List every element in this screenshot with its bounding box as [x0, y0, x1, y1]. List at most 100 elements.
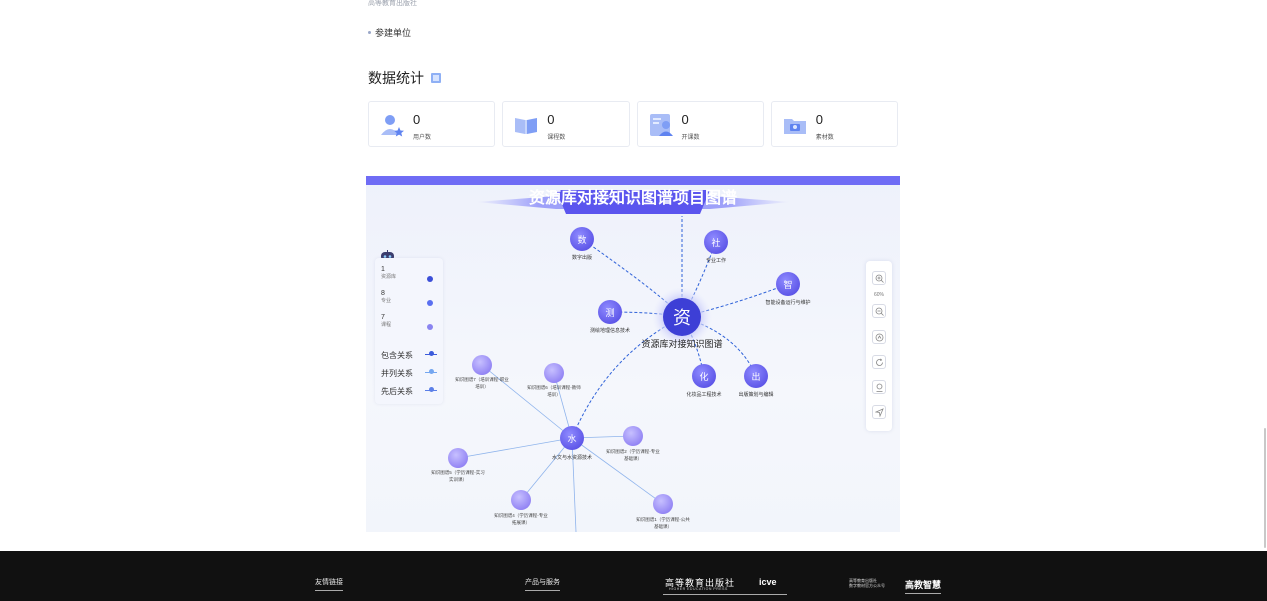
node-label: 智能设备运行与维护 — [765, 299, 810, 306]
graph-title: 资源库对接知识图谱项目图谱 — [529, 188, 737, 207]
node-circle[interactable] — [598, 300, 622, 324]
legend-relation-contains[interactable]: 包含关系 — [381, 350, 437, 361]
legend-dot — [427, 324, 433, 330]
leaf-circle[interactable] — [448, 448, 468, 468]
stat-card-courses[interactable]: 0 课程数 — [502, 101, 630, 147]
zoom-in-button[interactable] — [872, 271, 886, 285]
book-icon — [515, 118, 538, 134]
graph-leaf-1[interactable]: 知识图谱1（学历课程-公共 基础课） — [636, 494, 690, 530]
participating-units-link[interactable]: 参建单位 — [368, 26, 411, 39]
stat-card-materials[interactable]: 0 素材数 — [770, 101, 898, 147]
leaf-circle[interactable] — [472, 355, 492, 375]
zoom-out-icon — [875, 307, 884, 316]
graph-leaf-2[interactable]: 知识图谱2（学历课程-专业 基础课） — [606, 426, 660, 462]
locate-button[interactable] — [872, 405, 886, 419]
legend-relation-parallel[interactable]: 并列关系 — [381, 368, 437, 379]
relation-label: 先后关系 — [381, 387, 413, 396]
center-node[interactable] — [663, 298, 701, 336]
leaf-circle[interactable] — [544, 363, 564, 383]
graph-node-shui[interactable]: 水 水文与水资源技术 — [552, 426, 592, 461]
legend-dot — [427, 276, 433, 282]
leaf-label-line2: 基础课） — [654, 523, 672, 530]
graph-leaf-5[interactable]: 知识图谱5（学历课程-实习 实训课） — [431, 448, 485, 483]
node-circle[interactable] — [744, 364, 768, 388]
leaf-circle[interactable] — [511, 490, 531, 510]
graph-node-hua[interactable]: 化 化妆品工程技术 — [686, 364, 722, 398]
leaf-label-line2: 拓展课） — [512, 519, 530, 526]
bullet-icon — [368, 31, 371, 34]
legend-relation-sequence[interactable]: 先后关系 — [381, 386, 437, 397]
relation-dot — [429, 351, 434, 356]
graph-leaf-7[interactable]: 知识图谱7（培训课程-职业 培训） — [455, 355, 509, 390]
footer-products-services[interactable]: 产品与服务 — [525, 577, 560, 591]
graph-node-chu[interactable]: 出 出版策划与编辑 — [738, 364, 774, 398]
legend-item-major[interactable]: 8 专业 — [381, 290, 439, 306]
participating-units-label: 参建单位 — [375, 28, 412, 38]
search-node-button[interactable] — [872, 380, 886, 394]
refresh-button[interactable] — [872, 355, 886, 369]
footer-wechat-account[interactable]: 高等教育出版社 数字教材官方公众号 — [849, 578, 885, 588]
fit-view-button[interactable] — [872, 330, 886, 344]
node-circle[interactable] — [692, 364, 716, 388]
leaf-label-line1: 知识图谱6（培训课程-教师 — [527, 384, 581, 391]
graph-top-band — [366, 176, 900, 185]
zoom-out-button[interactable] — [872, 304, 886, 318]
edge-shui-leaf4 — [520, 437, 573, 501]
knowledge-graph-panel[interactable]: 资源库对接知识图谱项目图谱 — [366, 176, 900, 532]
footer-hep-logos[interactable]: 高等教育出版社 HIGHER EDUCATION PRESS icve — [663, 573, 787, 595]
graph-node-zhi[interactable]: 智 智能设备运行与维护 — [765, 272, 811, 306]
graph-node-shu[interactable]: 数 数字出版 — [570, 227, 594, 261]
footer-gaojiao-logo[interactable]: 高教智慧 — [905, 578, 942, 594]
leaf-circle[interactable] — [653, 494, 673, 514]
node-label: 水文与水资源技术 — [552, 454, 592, 461]
node-label: 专业工作 — [706, 257, 726, 264]
refresh-icon — [875, 358, 883, 366]
knowledge-graph-canvas[interactable]: 资源库对接知识图谱项目图谱 — [366, 176, 900, 532]
leaf-circle[interactable] — [623, 426, 643, 446]
legend-label: 课程 — [381, 322, 392, 328]
graph-node-she[interactable]: 社 专业工作 — [704, 230, 728, 264]
chart-icon[interactable] — [430, 72, 442, 84]
legend-count: 7 — [381, 314, 385, 321]
stat-card-users[interactable]: 0 用户数 — [368, 101, 496, 147]
edge-shui-leaf1 — [571, 437, 664, 505]
footer-friendly-links[interactable]: 友情链接 — [315, 577, 343, 591]
graph-node-ce[interactable]: 测 测绘地理信息技术 — [590, 300, 630, 334]
fit-view-icon — [875, 333, 883, 341]
graph-leaf-6[interactable]: 知识图谱6（培训课程-教师 培训） — [527, 363, 581, 398]
classes-count: 0 — [681, 112, 689, 127]
relation-dot — [429, 387, 434, 392]
node-char: 智 — [783, 279, 792, 290]
users-label: 用户数 — [413, 135, 432, 141]
materials-label: 素材数 — [815, 135, 834, 141]
publisher-name: 高等教育出版社 — [368, 0, 417, 7]
legend-item-resource-library[interactable]: 1 资源库 — [381, 266, 439, 282]
legend-count: 8 — [381, 290, 385, 297]
class-icon — [649, 114, 673, 136]
wechat-line2: 数字教材官方公众号 — [849, 583, 885, 588]
graph-leaf-4[interactable]: 知识图谱4（学历课程-专业 拓展课） — [494, 490, 548, 526]
leaf-label-line1: 知识图谱2（学历课程-专业 — [606, 448, 660, 455]
wechat-line1: 高等教育出版社 — [849, 578, 877, 583]
classes-label: 开课数 — [681, 135, 700, 141]
node-circle[interactable] — [570, 227, 594, 251]
stat-card-classes[interactable]: 0 开课数 — [636, 101, 764, 147]
icve-logo: icve — [759, 577, 777, 587]
graph-banner — [556, 190, 710, 214]
legend-label: 专业 — [381, 298, 392, 304]
leaf-label-line1: 知识图谱7（培训课程-职业 — [455, 376, 509, 383]
legend-label: 资源库 — [381, 274, 397, 280]
node-circle[interactable] — [776, 272, 800, 296]
site-footer: 友情链接 产品与服务 高等教育出版社 HIGHER EDUCATION PRES… — [0, 551, 1267, 601]
materials-count: 0 — [815, 112, 823, 127]
node-circle[interactable] — [560, 426, 584, 450]
legend-item-course[interactable]: 7 课程 — [381, 314, 439, 330]
node-char: 出 — [751, 371, 760, 382]
edge-shui-leaf5 — [457, 437, 573, 459]
page-scrollbar[interactable] — [1264, 428, 1266, 548]
leaf-label-line2: 基础课） — [624, 455, 642, 462]
leaf-label-line2: 培训） — [475, 383, 489, 390]
node-circle[interactable] — [704, 230, 728, 254]
leaf-label-line1: 知识图谱1（学历课程-公共 — [636, 516, 690, 523]
